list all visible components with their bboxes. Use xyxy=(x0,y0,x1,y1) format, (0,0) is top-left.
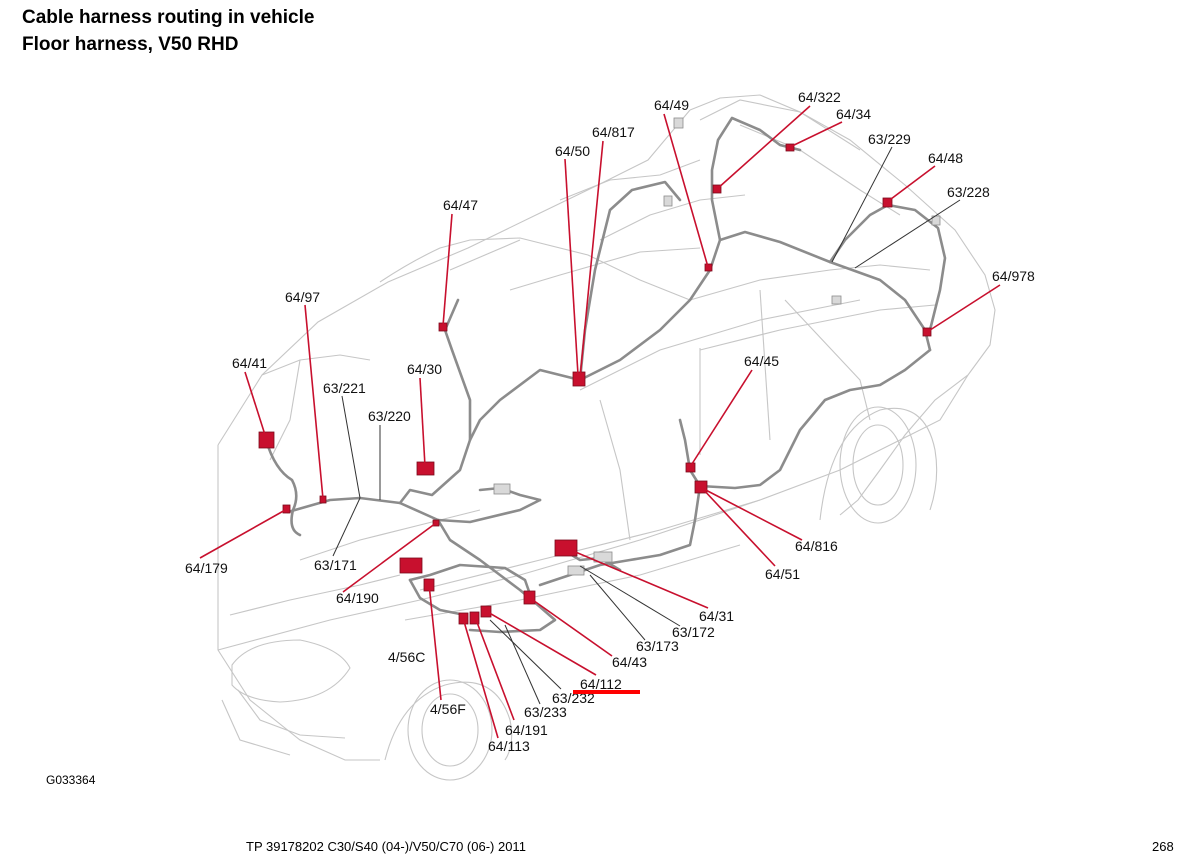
label-64-31: 64/31 xyxy=(699,608,734,624)
label-63-172: 63/172 xyxy=(672,624,715,640)
label-64-48: 64/48 xyxy=(928,150,963,166)
figure-code: G033364 xyxy=(46,773,96,787)
page-subtitle: Floor harness, V50 RHD xyxy=(22,34,239,55)
callout-labels: 64/49 64/322 64/34 64/817 64/50 63/229 6… xyxy=(185,89,1035,754)
label-63-173: 63/173 xyxy=(636,638,679,654)
label-64-97: 64/97 xyxy=(285,289,320,305)
label-63-221: 63/221 xyxy=(323,380,366,396)
label-64-47: 64/47 xyxy=(443,197,478,213)
leader-lines xyxy=(199,105,1001,739)
label-64-50: 64/50 xyxy=(555,143,590,159)
label-4-56c: 4/56C xyxy=(388,649,425,665)
label-63-228: 63/228 xyxy=(947,184,990,200)
footer-doc-ref: TP 39178202 C30/S40 (04-)/V50/C70 (06-) … xyxy=(246,839,526,854)
label-64-30: 64/30 xyxy=(407,361,442,377)
label-64-179: 64/179 xyxy=(185,560,228,576)
label-64-45: 64/45 xyxy=(744,353,779,369)
label-64-322: 64/322 xyxy=(798,89,841,105)
label-63-220: 63/220 xyxy=(368,408,411,424)
label-64-49: 64/49 xyxy=(654,97,689,113)
label-64-34: 64/34 xyxy=(836,106,871,122)
label-64-191: 64/191 xyxy=(505,722,548,738)
label-64-190: 64/190 xyxy=(336,590,379,606)
label-64-816: 64/816 xyxy=(795,538,838,554)
gray-connectors xyxy=(493,117,941,576)
label-4-56f: 4/56F xyxy=(430,701,466,717)
label-63-171: 63/171 xyxy=(314,557,357,573)
label-64-41: 64/41 xyxy=(232,355,267,371)
label-64-978: 64/978 xyxy=(992,268,1035,284)
car-outline xyxy=(217,94,996,781)
label-64-112: 64/112 xyxy=(580,676,622,692)
label-64-51: 64/51 xyxy=(765,566,800,582)
page-number: 268 xyxy=(1152,839,1174,854)
label-64-113: 64/113 xyxy=(488,738,530,754)
label-64-43: 64/43 xyxy=(612,654,647,670)
label-63-233: 63/233 xyxy=(524,704,567,720)
label-63-229: 63/229 xyxy=(868,131,911,147)
label-64-817: 64/817 xyxy=(592,124,635,140)
page-title: Cable harness routing in vehicle xyxy=(22,7,315,28)
